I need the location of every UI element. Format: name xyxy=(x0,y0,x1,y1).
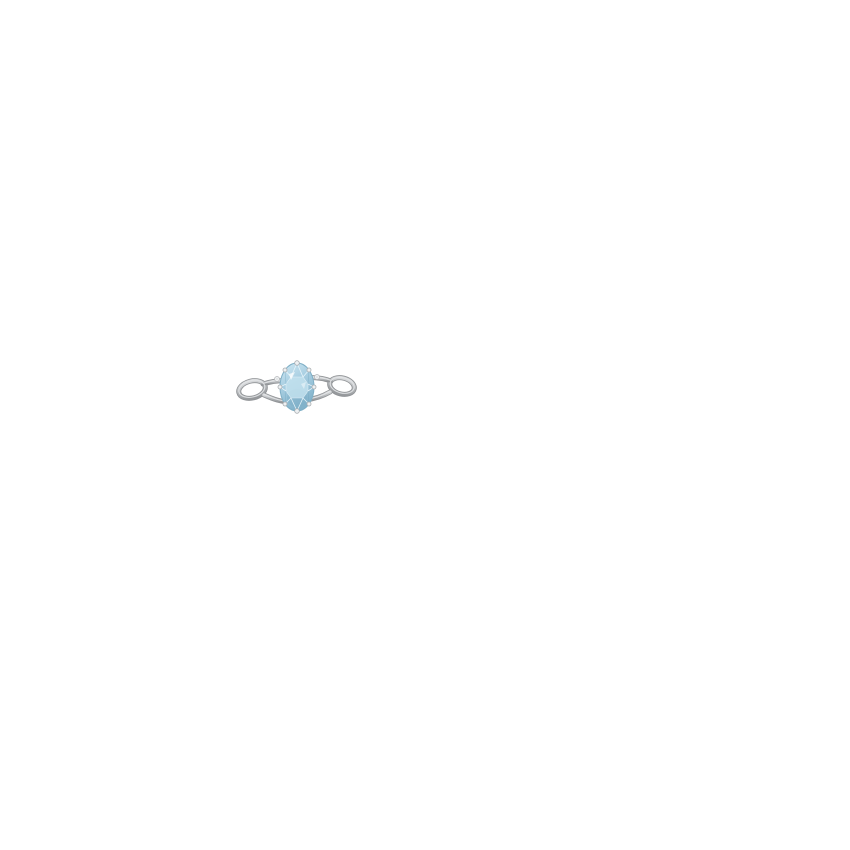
product-photo: Oval aquamarine gemstone ring with twist… xyxy=(233,351,363,421)
prongs xyxy=(277,360,317,414)
accent-diamond-right xyxy=(314,374,320,380)
accent-diamond-left xyxy=(274,376,280,382)
ring-image xyxy=(236,360,357,414)
